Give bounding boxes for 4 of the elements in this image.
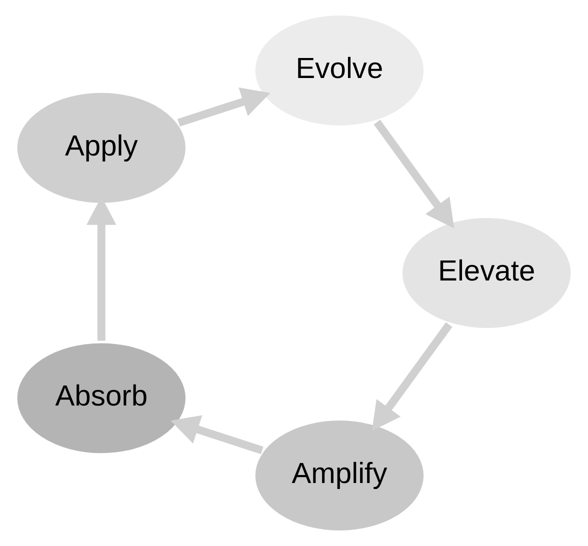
arrow [177, 88, 270, 127]
arrow [374, 120, 454, 228]
arrow [372, 322, 452, 431]
arrow [170, 415, 264, 454]
